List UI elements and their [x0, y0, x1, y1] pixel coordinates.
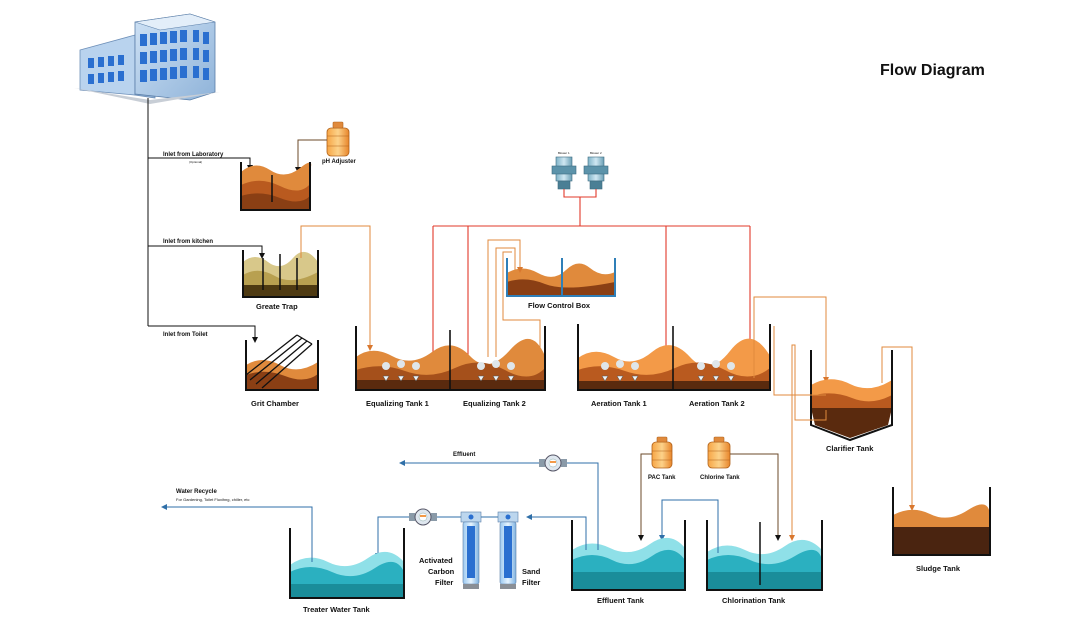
ph-adjuster-label: pH Adjuster — [322, 159, 356, 165]
aeration-to-clarifier-line — [753, 296, 829, 383]
carbon-filter-label-3: Filter — [435, 578, 453, 587]
greate-trap — [242, 250, 319, 298]
sludge-tank-label: Sludge Tank — [916, 564, 961, 573]
inlet-kitchen-label: Inlet from kitchen — [163, 239, 213, 245]
ph-dosing-line — [295, 139, 327, 173]
sludge-return-line — [773, 326, 826, 396]
activated-carbon-filter-icon — [460, 511, 482, 589]
chlorination-to-effluent-line — [659, 499, 719, 553]
water-recycle-note: For Gardening, Toilet Fluxihng, chiller,… — [176, 497, 250, 502]
greate-trap-label: Greate Trap — [256, 302, 298, 311]
effluent-to-sand-filter-line — [526, 514, 587, 550]
aeration-tanks — [577, 324, 771, 391]
blower-1-icon — [551, 156, 577, 190]
chlorine-dosing-line — [730, 453, 781, 541]
chlorine-tank-label: Chlorine Tank — [700, 475, 740, 481]
clarifier-to-chlorination-line — [789, 344, 827, 541]
water-recycle-label: Water Recycle — [176, 489, 217, 495]
pac-tank-icon — [651, 436, 673, 469]
equalizing-tanks — [355, 326, 546, 391]
flow-control-box — [506, 258, 616, 297]
sand-filter-label-1: Sand — [522, 567, 541, 576]
chlorine-tank-icon — [707, 436, 731, 469]
aeration-tank-2-label: Aeration Tank 2 — [689, 399, 745, 408]
flow-control-box-label: Flow Control Box — [528, 301, 591, 310]
blower-2-label: Blower 2 — [590, 151, 602, 155]
inlet-laboratory-note: (Optional) — [189, 160, 202, 164]
flow-meter-effluent-icon — [539, 454, 567, 472]
meter-to-treater-line — [375, 516, 409, 559]
sand-filter-label-2: Filter — [522, 578, 540, 587]
grit-chamber-label: Grit Chamber — [251, 399, 299, 408]
equalizing-tank-2-label: Equalizing Tank 2 — [463, 399, 526, 408]
laboratory-tank — [240, 162, 312, 211]
inlet-pipes — [147, 98, 265, 343]
clarifier-tank — [810, 350, 893, 442]
aeration-tank-1-label: Aeration Tank 1 — [591, 399, 647, 408]
sand-filter-icon — [497, 511, 519, 589]
treater-water-tank — [289, 528, 405, 599]
chlorination-tank — [706, 520, 823, 591]
inlet-toilet-label: Inlet from Toilet — [163, 332, 208, 338]
chlorination-tank-label: Chlorination Tank — [722, 596, 786, 605]
clarifier-to-sludge-line — [881, 346, 915, 511]
pac-tank-label: PAC Tank — [648, 475, 676, 481]
pac-dosing-line — [638, 453, 652, 541]
carbon-filter-label-2: Carbon — [428, 567, 455, 576]
water-recycle-line — [161, 504, 313, 562]
effluent-pipe-up — [563, 462, 599, 550]
flow-meter-filter-icon — [409, 508, 437, 526]
treater-water-tank-label: Treater Water Tank — [303, 605, 371, 614]
diagram-title: Flow Diagram — [880, 62, 985, 79]
carbon-filter-label-1: Activated — [419, 556, 453, 565]
blower-2-icon — [583, 156, 609, 190]
effluent-tank-label: Effluent Tank — [597, 596, 645, 605]
effluent-tank — [571, 520, 686, 591]
effluent-label: Effluent — [453, 452, 475, 458]
building-icon — [74, 13, 220, 104]
equalizing-tank-1-label: Equalizing Tank 1 — [366, 399, 429, 408]
clarifier-tank-label: Clarifier Tank — [826, 444, 874, 453]
grit-chamber — [245, 334, 319, 391]
inlet-laboratory-label: Inlet from Laboratory — [163, 152, 224, 158]
sludge-tank — [892, 487, 991, 556]
greate-trap-to-equalizing-line — [300, 225, 373, 351]
blower-1-label: Blower 1 — [558, 151, 570, 155]
ph-adjuster-tank — [326, 121, 350, 157]
flow-control-pipes — [487, 239, 541, 357]
